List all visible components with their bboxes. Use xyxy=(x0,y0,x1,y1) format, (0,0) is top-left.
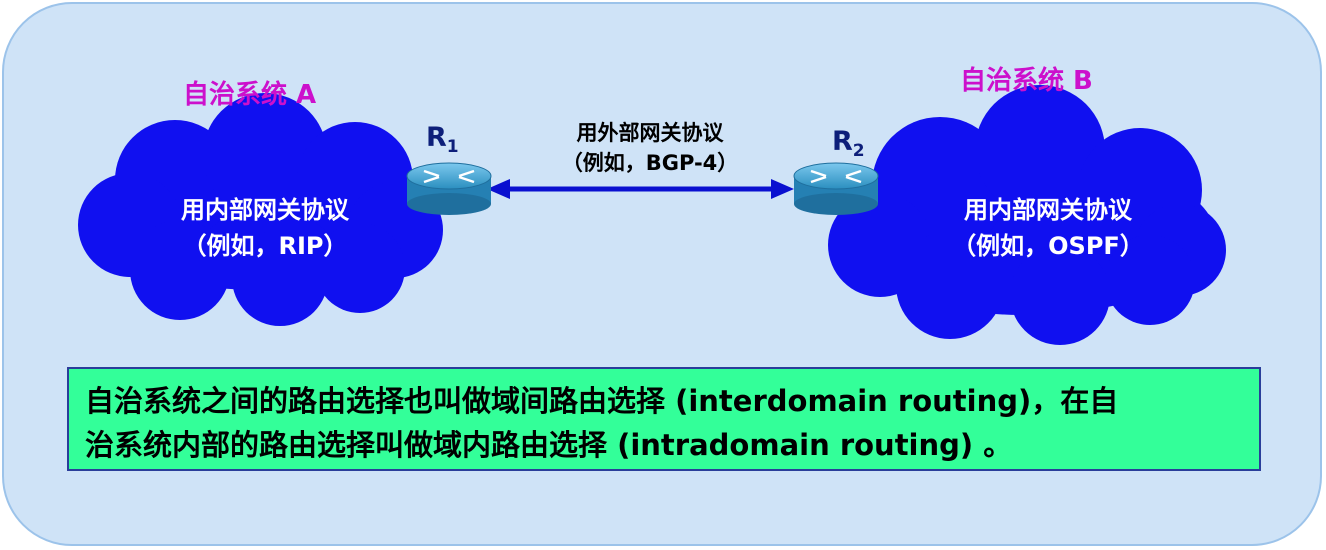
link-label-line1: 用外部网关协议 xyxy=(576,121,724,145)
routing-note: 自治系统之间的路由选择也叫做域间路由选择 (interdomain routin… xyxy=(67,367,1261,471)
as-a-protocol-line1: 用内部网关协议 xyxy=(181,196,349,224)
as-a-title: 自治系统 A xyxy=(183,80,317,110)
as-b-title: 自治系统 B xyxy=(960,66,1093,96)
routing-note-line1: 自治系统之间的路由选择也叫做域间路由选择 (interdomain routin… xyxy=(85,384,1119,418)
link-label: 用外部网关协议 （例如，BGP-4） xyxy=(540,118,760,178)
routing-note-line2: 治系统内部的路由选择叫做域内路由选择 (intradomain routing)… xyxy=(85,428,1013,462)
router-r1-icon xyxy=(406,162,492,215)
double-arrow xyxy=(487,179,794,199)
link-label-line2: （例如，BGP-4） xyxy=(561,151,739,175)
as-b-protocol-line1: 用内部网关协议 xyxy=(964,196,1132,224)
as-a-protocol: 用内部网关协议 （例如，RIP） xyxy=(140,192,390,264)
router-r2-icon xyxy=(793,162,879,215)
as-b-protocol-line2: （例如，OSPF） xyxy=(952,232,1144,260)
as-b-protocol: 用内部网关协议 （例如，OSPF） xyxy=(918,192,1178,264)
router-r1-label: R1 xyxy=(426,122,459,157)
router-r2-label: R2 xyxy=(832,126,865,161)
as-a-protocol-line2: （例如，RIP） xyxy=(182,232,348,260)
cloud-as-b xyxy=(828,85,1226,345)
